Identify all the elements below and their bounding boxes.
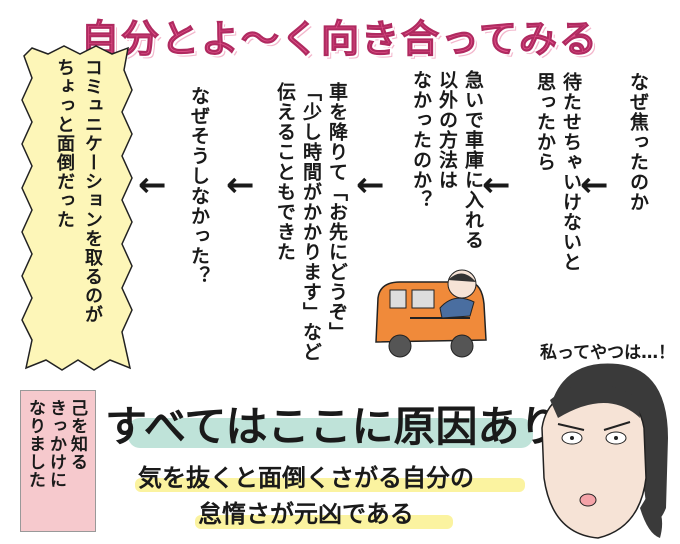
sub-line-1: 気を抜くと面倒くさがる自分の xyxy=(138,464,474,492)
woman-face-illustration xyxy=(541,363,668,539)
step-other-method: 急いで車庫に入れる 以外の方法は なかったのか？ xyxy=(410,70,484,250)
side-note-text: 己を知る きっかけに なりました xyxy=(25,399,87,489)
headline: すべてはここに原因あり！ xyxy=(105,402,604,451)
speech-text: 私ってやつは…！ xyxy=(540,343,676,363)
arrow-icon: ← xyxy=(226,165,255,205)
step-could-tell: 車を降りて「お先にどうぞ」 「少し時間がかかります」など 伝えることもできた xyxy=(274,82,348,362)
sub-highlight xyxy=(195,515,453,529)
arrow-icon: ← xyxy=(356,165,385,205)
step-why-not: なぜそうしなかった？ xyxy=(188,86,210,286)
step-dont-make-wait: 待たせちゃいけないと 思ったから xyxy=(534,72,582,272)
arrow-icon: ← xyxy=(138,165,167,205)
headline-highlight xyxy=(128,418,533,448)
side-note-box: 己を知る きっかけに なりました xyxy=(20,390,96,532)
arrow-icon: ← xyxy=(482,165,511,205)
title: 自分とよ〜く向き合ってみる xyxy=(80,17,600,62)
sub-highlight xyxy=(135,478,525,492)
sub-line-2: 怠惰さが元凶である xyxy=(198,500,414,528)
conclusion-burst xyxy=(21,45,133,371)
arrow-icon: ← xyxy=(580,165,609,205)
car-illustration xyxy=(375,269,487,358)
conclusion-text: コミュニケーションを取るのが ちょっと面倒だった xyxy=(54,58,103,324)
step-why-rushed: なぜ焦ったのか xyxy=(627,72,649,212)
